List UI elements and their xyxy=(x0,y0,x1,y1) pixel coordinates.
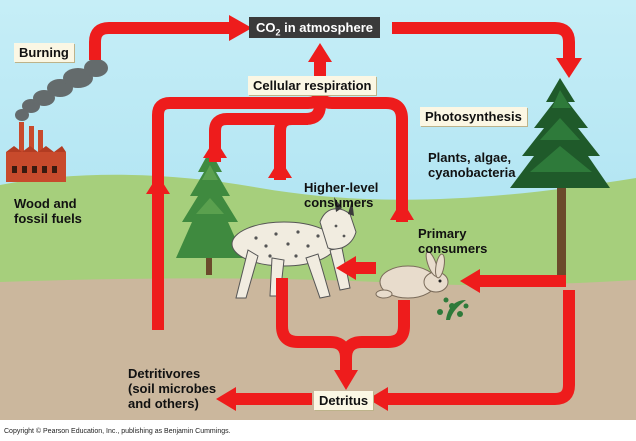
arrow-primary-consumer-respiration xyxy=(314,90,408,222)
copyright-notice: Copyright © Pearson Education, Inc., pub… xyxy=(4,428,231,435)
arrow-plants-to-detritus xyxy=(386,290,575,405)
cellular-respiration-label: Cellular respiration xyxy=(248,76,377,95)
factory-icon xyxy=(6,122,66,182)
photosynthesis-label: Photosynthesis xyxy=(420,107,527,126)
rabbit-icon xyxy=(375,251,449,299)
arrow-plant-respiration xyxy=(209,104,326,162)
primary-consumers-label: Primary consumers xyxy=(418,226,488,256)
detritivores-label: Detritivores (soil microbes and others) xyxy=(128,366,217,411)
burning-label: Burning xyxy=(14,43,74,62)
arrow-burning-to-atmosphere xyxy=(89,22,232,60)
detritus-label: Detritus xyxy=(314,391,374,410)
co2-subscript: 2 xyxy=(275,27,281,38)
arrow-higher-consumer-respiration xyxy=(274,113,308,180)
co2-atmosphere-label: CO2 in atmosphere xyxy=(249,17,380,38)
higher-level-consumers-label: Higher-level consumers xyxy=(304,180,379,210)
arrow-atmosphere-to-photosynthesis xyxy=(392,22,575,60)
plant-sprig-icon xyxy=(437,297,469,320)
small-tree-icon xyxy=(176,150,244,275)
wood-fossil-fuels-label: Wood and fossil fuels xyxy=(14,196,82,226)
arrow-heads xyxy=(146,15,582,411)
footer-strip xyxy=(0,420,636,441)
co2-prefix: CO xyxy=(256,20,276,35)
tall-tree-icon xyxy=(510,78,610,281)
producers-label: Plants, algae, cyanobacteria xyxy=(428,150,516,180)
smoke-icon xyxy=(15,59,108,121)
co2-suffix: in atmosphere xyxy=(280,20,373,35)
arrow-primary-consumers-to-detritus xyxy=(340,300,410,359)
